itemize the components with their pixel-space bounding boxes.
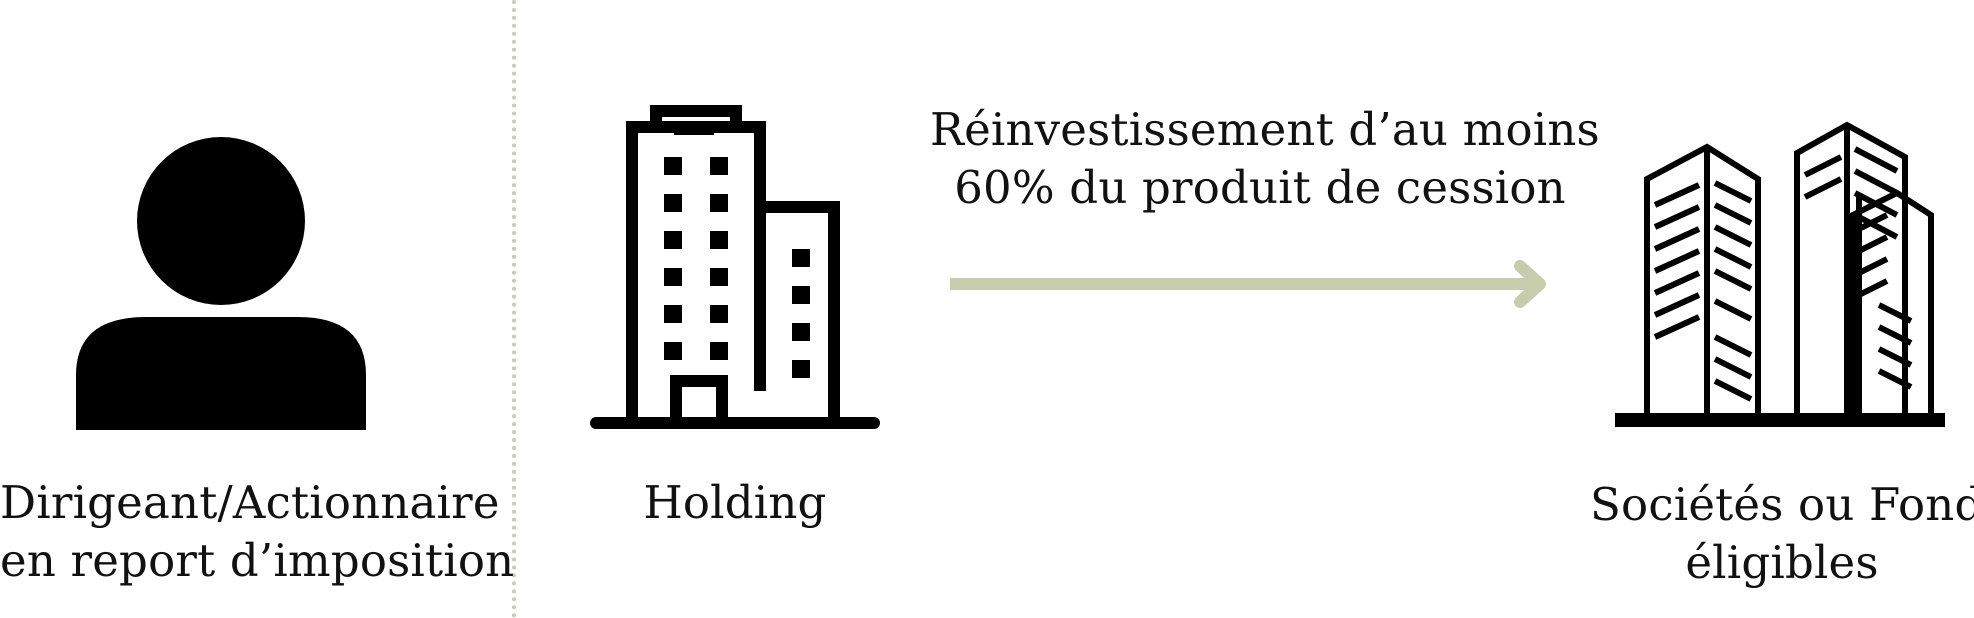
person-label: Dirigeant/Actionnaire en report d’imposi… xyxy=(0,474,515,590)
person-icon xyxy=(76,137,366,430)
flow-label-line2: 60% du produit de cession xyxy=(954,161,1566,214)
targets-label-line2: éligibles xyxy=(1685,536,1879,589)
building-icon xyxy=(590,105,880,429)
section-divider xyxy=(512,0,516,618)
buildings-icon xyxy=(1615,121,1945,427)
targets-label-line1: Sociétés ou Fonds xyxy=(1590,478,1974,531)
targets-label: Sociétés ou Fonds éligibles xyxy=(1590,476,1974,592)
person-label-line1: Dirigeant/Actionnaire xyxy=(0,476,500,529)
holding-label: Holding xyxy=(643,476,827,529)
flow-label: Réinvestissement d’au moins 60% du produ… xyxy=(930,101,1600,217)
arrow-right-icon xyxy=(950,260,1546,308)
person-label-line2: en report d’imposition xyxy=(0,534,515,587)
flow-label-line1: Réinvestissement d’au moins xyxy=(930,103,1600,156)
